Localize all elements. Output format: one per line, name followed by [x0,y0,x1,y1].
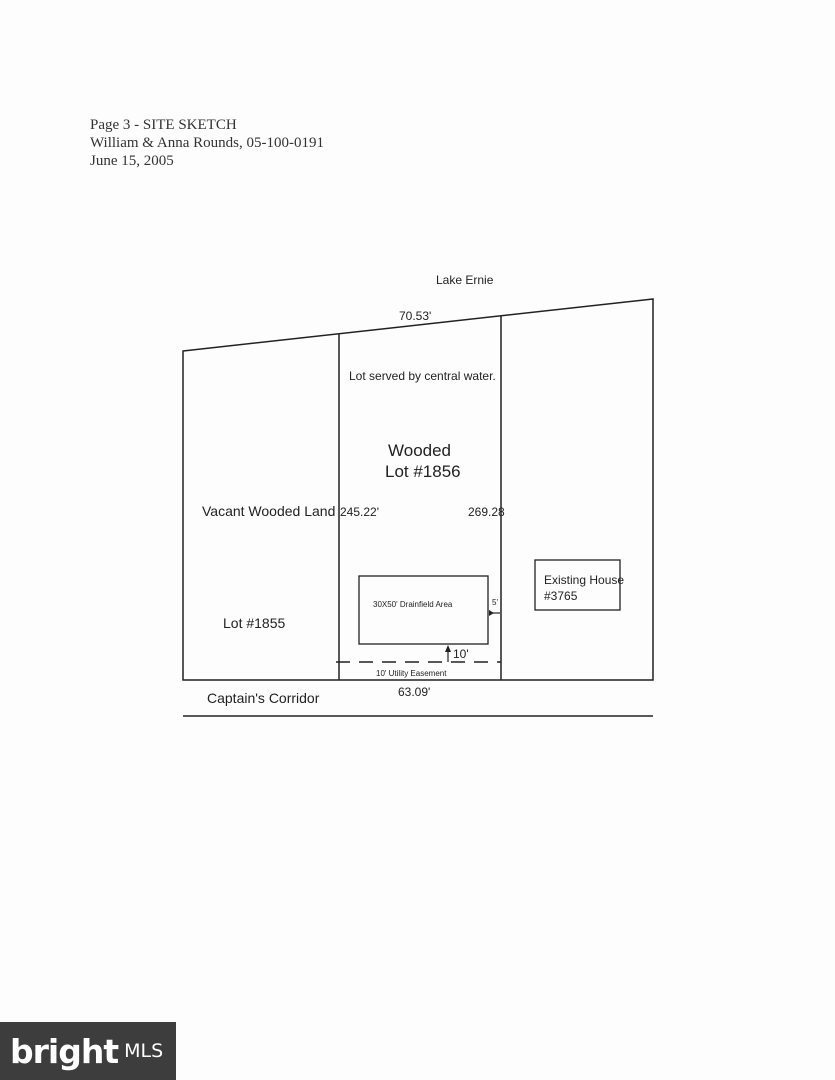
drainfield-area [358,575,489,645]
vacant-land-label: Vacant Wooded Land [202,503,335,519]
water-label: Lake Ernie [436,273,494,287]
left-side-dimension: 245.22' [340,505,379,519]
wooded-label: Wooded [388,441,451,460]
easement-label: 10' Utility Easement [376,669,447,678]
central-water-note: Lot served by central water. [349,369,496,383]
logo-brand: bright [10,1031,119,1071]
side-offset-label: 5' [492,598,498,607]
front-offset-arrowhead [445,645,451,652]
right-side-dimension: 269.28 [468,505,505,519]
side-offset-arrowhead [489,610,494,616]
drainfield-label: 30X50' Drainfield Area [373,600,453,609]
existing-house-footprint [534,559,621,611]
house-label-line1: Existing House [544,573,624,587]
document-header: Page 3 - SITE SKETCH William & Anna Roun… [90,116,324,170]
owner-parcel-line: William & Anna Rounds, 05-100-0191 [90,135,324,151]
bright-mls-logo: bright MLS [0,1022,176,1080]
bottom-dimension-label: 63.09' [398,685,430,699]
house-label-line2: #3765 [544,589,578,603]
parcel-outline [182,298,654,681]
date-line: June 15, 2005 [90,153,174,169]
top-dimension-label: 70.53' [399,309,431,323]
page-title: Page 3 - SITE SKETCH [90,117,237,133]
lot-1855-label: Lot #1855 [223,615,285,631]
road-label: Captain's Corridor [207,690,320,706]
logo-suffix: MLS [124,1040,164,1062]
front-offset-label: 10' [453,647,469,661]
lot-1856-label: Lot #1856 [385,462,461,481]
